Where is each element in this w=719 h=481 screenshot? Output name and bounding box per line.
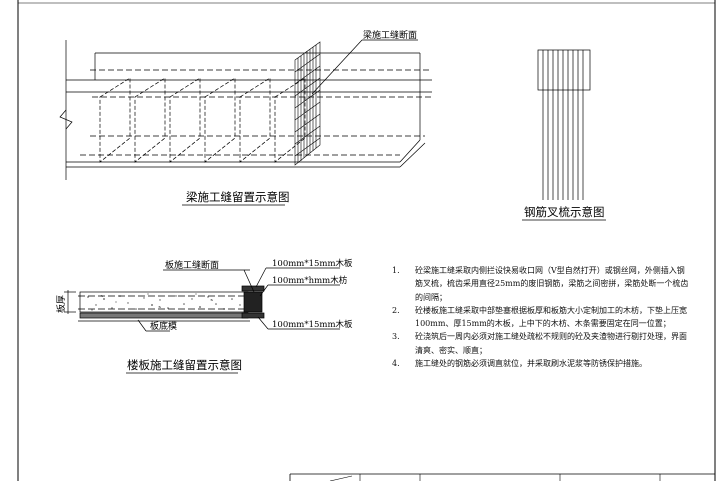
note-item: 2. 砼楼板施工缝采取中部垫塞根据板厚和板筋大小定制加工的木枋，下垫上压宽100… xyxy=(392,304,692,331)
beam-section-callout: 梁施工缝断面 xyxy=(363,29,417,41)
slab-board-top-callout: 100mm*15mm木板 xyxy=(272,258,353,269)
note-number: 3. xyxy=(392,332,400,342)
slab-section-callout: 板施工缝断面 xyxy=(165,259,219,271)
slab-board-bottom-callout: 100mm*15mm木板 xyxy=(272,319,353,330)
fork-diagram xyxy=(522,49,606,221)
note-number: 1. xyxy=(392,266,400,275)
note-item: 1. 砼梁施工缝采取内侧拦设快易收口网（V型自然打开）或钢丝网，外侧插入钢筋叉梳… xyxy=(392,264,692,304)
fork-diagram-title: 钢筋叉梳示意图 xyxy=(524,205,605,219)
slab-formwork-callout: 板底模 xyxy=(150,320,177,332)
note-number: 2. xyxy=(392,305,400,315)
slab-diagram-title: 楼板施工缝留置示意图 xyxy=(127,358,242,372)
note-number: 4. xyxy=(392,359,400,369)
note-text: 砼浇筑后一周内必须对施工缝处疏松不规则的砼及夹渣物进行剔打处理，界面清爽、密实、… xyxy=(415,332,687,355)
drawing-frame xyxy=(17,0,716,481)
construction-notes: 1. 砼梁施工缝采取内侧拦设快易收口网（V型自然打开）或钢丝网，外侧插入钢筋叉梳… xyxy=(392,264,692,370)
slab-diagram xyxy=(64,267,340,374)
beam-diagram xyxy=(59,39,432,206)
note-item: 4. 施工缝处的钢筋必须调直就位，并采取刷水泥浆等防锈保护措施。 xyxy=(392,357,692,370)
note-item: 3. 砼浇筑后一周内必须对施工缝处疏松不规则的砼及夹渣物进行剔打处理，界面清爽、… xyxy=(392,330,692,357)
note-text: 砼梁施工缝采取内侧拦设快易收口网（V型自然打开）或钢丝网，外侧插入钢筋叉梳，梳齿… xyxy=(415,266,689,302)
slab-thickness-label: 板厚 xyxy=(55,295,67,313)
note-text: 施工缝处的钢筋必须调直就位，并采取刷水泥浆等防锈保护措施。 xyxy=(415,359,647,369)
slab-batten-callout: 100mm*hmm木枋 xyxy=(272,275,348,286)
beam-diagram-title: 梁施工缝留置示意图 xyxy=(186,190,290,204)
note-text: 砼楼板施工缝采取中部垫塞根据板厚和板筋大小定制加工的木枋，下垫上压宽100mm、… xyxy=(415,305,687,329)
